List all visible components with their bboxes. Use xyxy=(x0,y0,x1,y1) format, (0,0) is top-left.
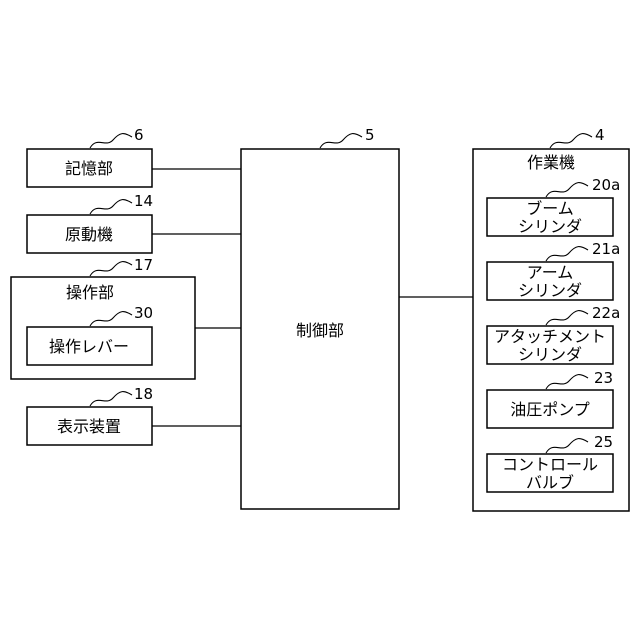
boom-cylinder-label-line1: ブーム xyxy=(526,199,574,218)
controller-block: 制御部 5 xyxy=(241,126,399,509)
lever-ref-number: 30 xyxy=(134,304,153,322)
work-machine-block: 作業機 4 ブーム シリンダ 20a アーム シリンダ 21a アタッチメント … xyxy=(473,126,629,511)
engine-ref-number: 14 xyxy=(134,192,153,210)
controller-ref-number: 5 xyxy=(365,126,375,144)
display-block: 表示装置 18 xyxy=(27,385,153,445)
attachment-cylinder-label-line2: シリンダ xyxy=(518,345,582,364)
display-ref-leader xyxy=(90,392,132,406)
attachment-cylinder-ref-number: 22a xyxy=(592,304,620,322)
engine-label: 原動機 xyxy=(65,225,113,244)
engine-ref-leader xyxy=(90,200,132,214)
memory-ref-leader xyxy=(90,134,132,148)
boom-cylinder-ref-number: 20a xyxy=(592,176,620,194)
operation-label: 操作部 xyxy=(66,283,114,302)
hydraulic-pump-label: 油圧ポンプ xyxy=(510,400,590,419)
memory-label: 記憶部 xyxy=(65,159,113,178)
work-machine-label: 作業機 xyxy=(527,153,575,172)
hydraulic-pump-ref-number: 23 xyxy=(594,369,613,387)
arm-cylinder-label-line2: シリンダ xyxy=(518,281,582,300)
lever-label: 操作レバー xyxy=(49,337,129,356)
control-valve-ref-number: 25 xyxy=(594,433,613,451)
display-label: 表示装置 xyxy=(57,417,121,436)
engine-block: 原動機 14 xyxy=(27,192,153,253)
controller-ref-leader xyxy=(320,134,362,148)
attachment-cylinder-label-line1: アタッチメント xyxy=(494,327,606,346)
boom-cylinder-label-line2: シリンダ xyxy=(518,217,582,236)
memory-block: 記憶部 6 xyxy=(27,126,152,187)
operation-ref-leader xyxy=(90,262,132,276)
work-machine-ref-leader xyxy=(550,134,592,148)
memory-ref-number: 6 xyxy=(134,126,144,144)
work-machine-ref-number: 4 xyxy=(595,126,605,144)
operation-block: 操作部 17 操作レバー 30 xyxy=(11,256,195,379)
arm-cylinder-label-line1: アーム xyxy=(527,263,574,282)
controller-label: 制御部 xyxy=(296,321,344,340)
control-valve-label-line2: バルブ xyxy=(526,473,574,492)
operation-ref-number: 17 xyxy=(134,256,153,274)
display-ref-number: 18 xyxy=(134,385,153,403)
arm-cylinder-ref-number: 21a xyxy=(592,240,620,258)
control-valve-label-line1: コントロール xyxy=(502,455,598,474)
